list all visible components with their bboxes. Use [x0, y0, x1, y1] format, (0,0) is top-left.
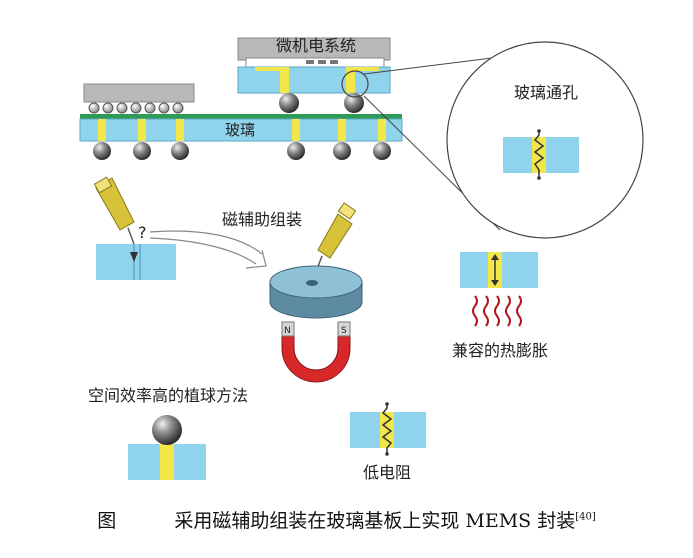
mems-solder-balls [279, 93, 364, 113]
label-mems: 微机电系统 [276, 36, 356, 55]
label-thermal-expansion: 兼容的热膨胀 [452, 341, 548, 360]
placement-pen-right [315, 202, 357, 273]
figure-caption: 图 采用磁辅助组装在玻璃基板上实现 MEMS 封装[40] [0, 506, 693, 533]
heat-waves [472, 295, 522, 327]
label-low-resistance: 低电阻 [363, 463, 411, 482]
caption-ref: [40] [575, 511, 596, 523]
magnetic-disc [269, 265, 363, 319]
thermal-expansion-block [460, 252, 538, 288]
left-chip [83, 83, 195, 114]
ball-placement-block [128, 415, 206, 480]
label-glass-via: 玻璃通孔 [514, 83, 578, 102]
label-magnetic-assembly: 磁辅助组装 [222, 210, 302, 229]
mems-interposer [237, 66, 391, 94]
magnet-n-label: N [284, 326, 291, 336]
caption-text: 采用磁辅助组装在玻璃基板上实现 MEMS 封装 [174, 510, 576, 532]
glass-substrate [79, 114, 403, 142]
magnet-s-label: S [341, 326, 347, 336]
placement-pen-left [93, 176, 135, 245]
caption-prefix: 图 [97, 510, 117, 532]
low-resistance-block [350, 402, 426, 456]
horseshoe-magnet [281, 321, 351, 383]
flow-arrow [149, 230, 267, 269]
question-mark: ? [138, 223, 147, 242]
via-detail [503, 129, 579, 180]
label-glass: 玻璃 [225, 121, 255, 139]
label-ball-placement: 空间效率高的植球方法 [88, 386, 248, 405]
bottom-solder-balls [93, 142, 391, 160]
glass-block-left [96, 244, 176, 280]
